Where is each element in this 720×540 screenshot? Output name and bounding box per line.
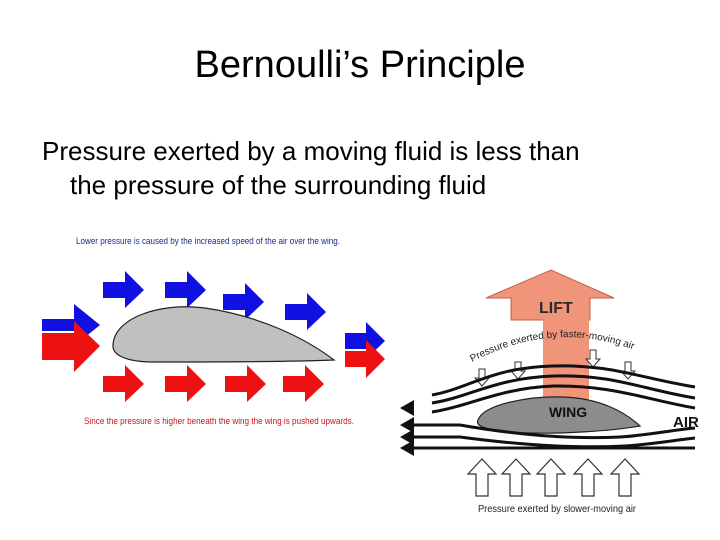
- streamlines-bottom: [410, 423, 696, 450]
- streamline: [431, 364, 696, 397]
- right-diagram: LIFT Pressure exerted by faster-moving a…: [400, 269, 699, 515]
- arrowhead-left: [400, 400, 414, 416]
- streamline: [431, 374, 696, 405]
- streamlines-top: [431, 364, 696, 414]
- left-top-caption: Lower pressure is caused by the increase…: [76, 236, 340, 246]
- body-text-line-2: the pressure of the surrounding fluid: [70, 170, 487, 200]
- arrowhead-left: [400, 440, 414, 456]
- red-arrow: [225, 365, 266, 402]
- red-arrow-large-bottom: [42, 321, 100, 372]
- wing-label: WING: [549, 404, 587, 420]
- blue-arrow: [285, 293, 326, 330]
- large-up-arrow: [609, 458, 641, 497]
- body-text-line-1: Pressure exerted by a moving fluid is le…: [42, 136, 580, 166]
- red-arrow: [165, 365, 206, 402]
- small-down-arrow: [619, 361, 637, 380]
- air-label: AIR: [673, 414, 699, 431]
- slower-air-label: Pressure exerted by slower-moving air: [478, 504, 637, 515]
- large-up-arrow: [500, 458, 532, 497]
- slide-title: Bernoulli’s Principle: [194, 44, 526, 86]
- left-diagram: Lower pressure is caused by the increase…: [42, 236, 385, 426]
- left-bottom-caption: Since the pressure is higher beneath the…: [84, 416, 354, 426]
- red-arrow: [103, 365, 144, 402]
- blue-arrow: [165, 271, 206, 308]
- large-up-arrow: [535, 458, 567, 497]
- streamline: [410, 423, 696, 440]
- streamline: [431, 384, 696, 414]
- streamline: [410, 435, 696, 449]
- arrowhead-left: [400, 429, 414, 445]
- body-text: Pressure exerted by a moving fluid is le…: [42, 134, 682, 202]
- bottom-pressure-arrows: [466, 458, 641, 497]
- blue-arrow: [103, 271, 144, 308]
- lift-arrow: [485, 269, 615, 321]
- airfoil: [112, 306, 336, 363]
- air-arrowheads: [400, 400, 414, 456]
- red-arrow: [345, 340, 385, 378]
- small-down-arrow: [584, 349, 602, 368]
- large-up-arrow: [572, 458, 604, 497]
- large-up-arrow: [466, 458, 498, 497]
- lift-label: LIFT: [539, 300, 573, 317]
- red-arrow: [283, 365, 324, 402]
- lift-arrow-shaft: [543, 318, 589, 404]
- blue-arrow: [223, 283, 264, 320]
- lower-arrows: [42, 321, 385, 402]
- arrowhead-left: [400, 417, 414, 433]
